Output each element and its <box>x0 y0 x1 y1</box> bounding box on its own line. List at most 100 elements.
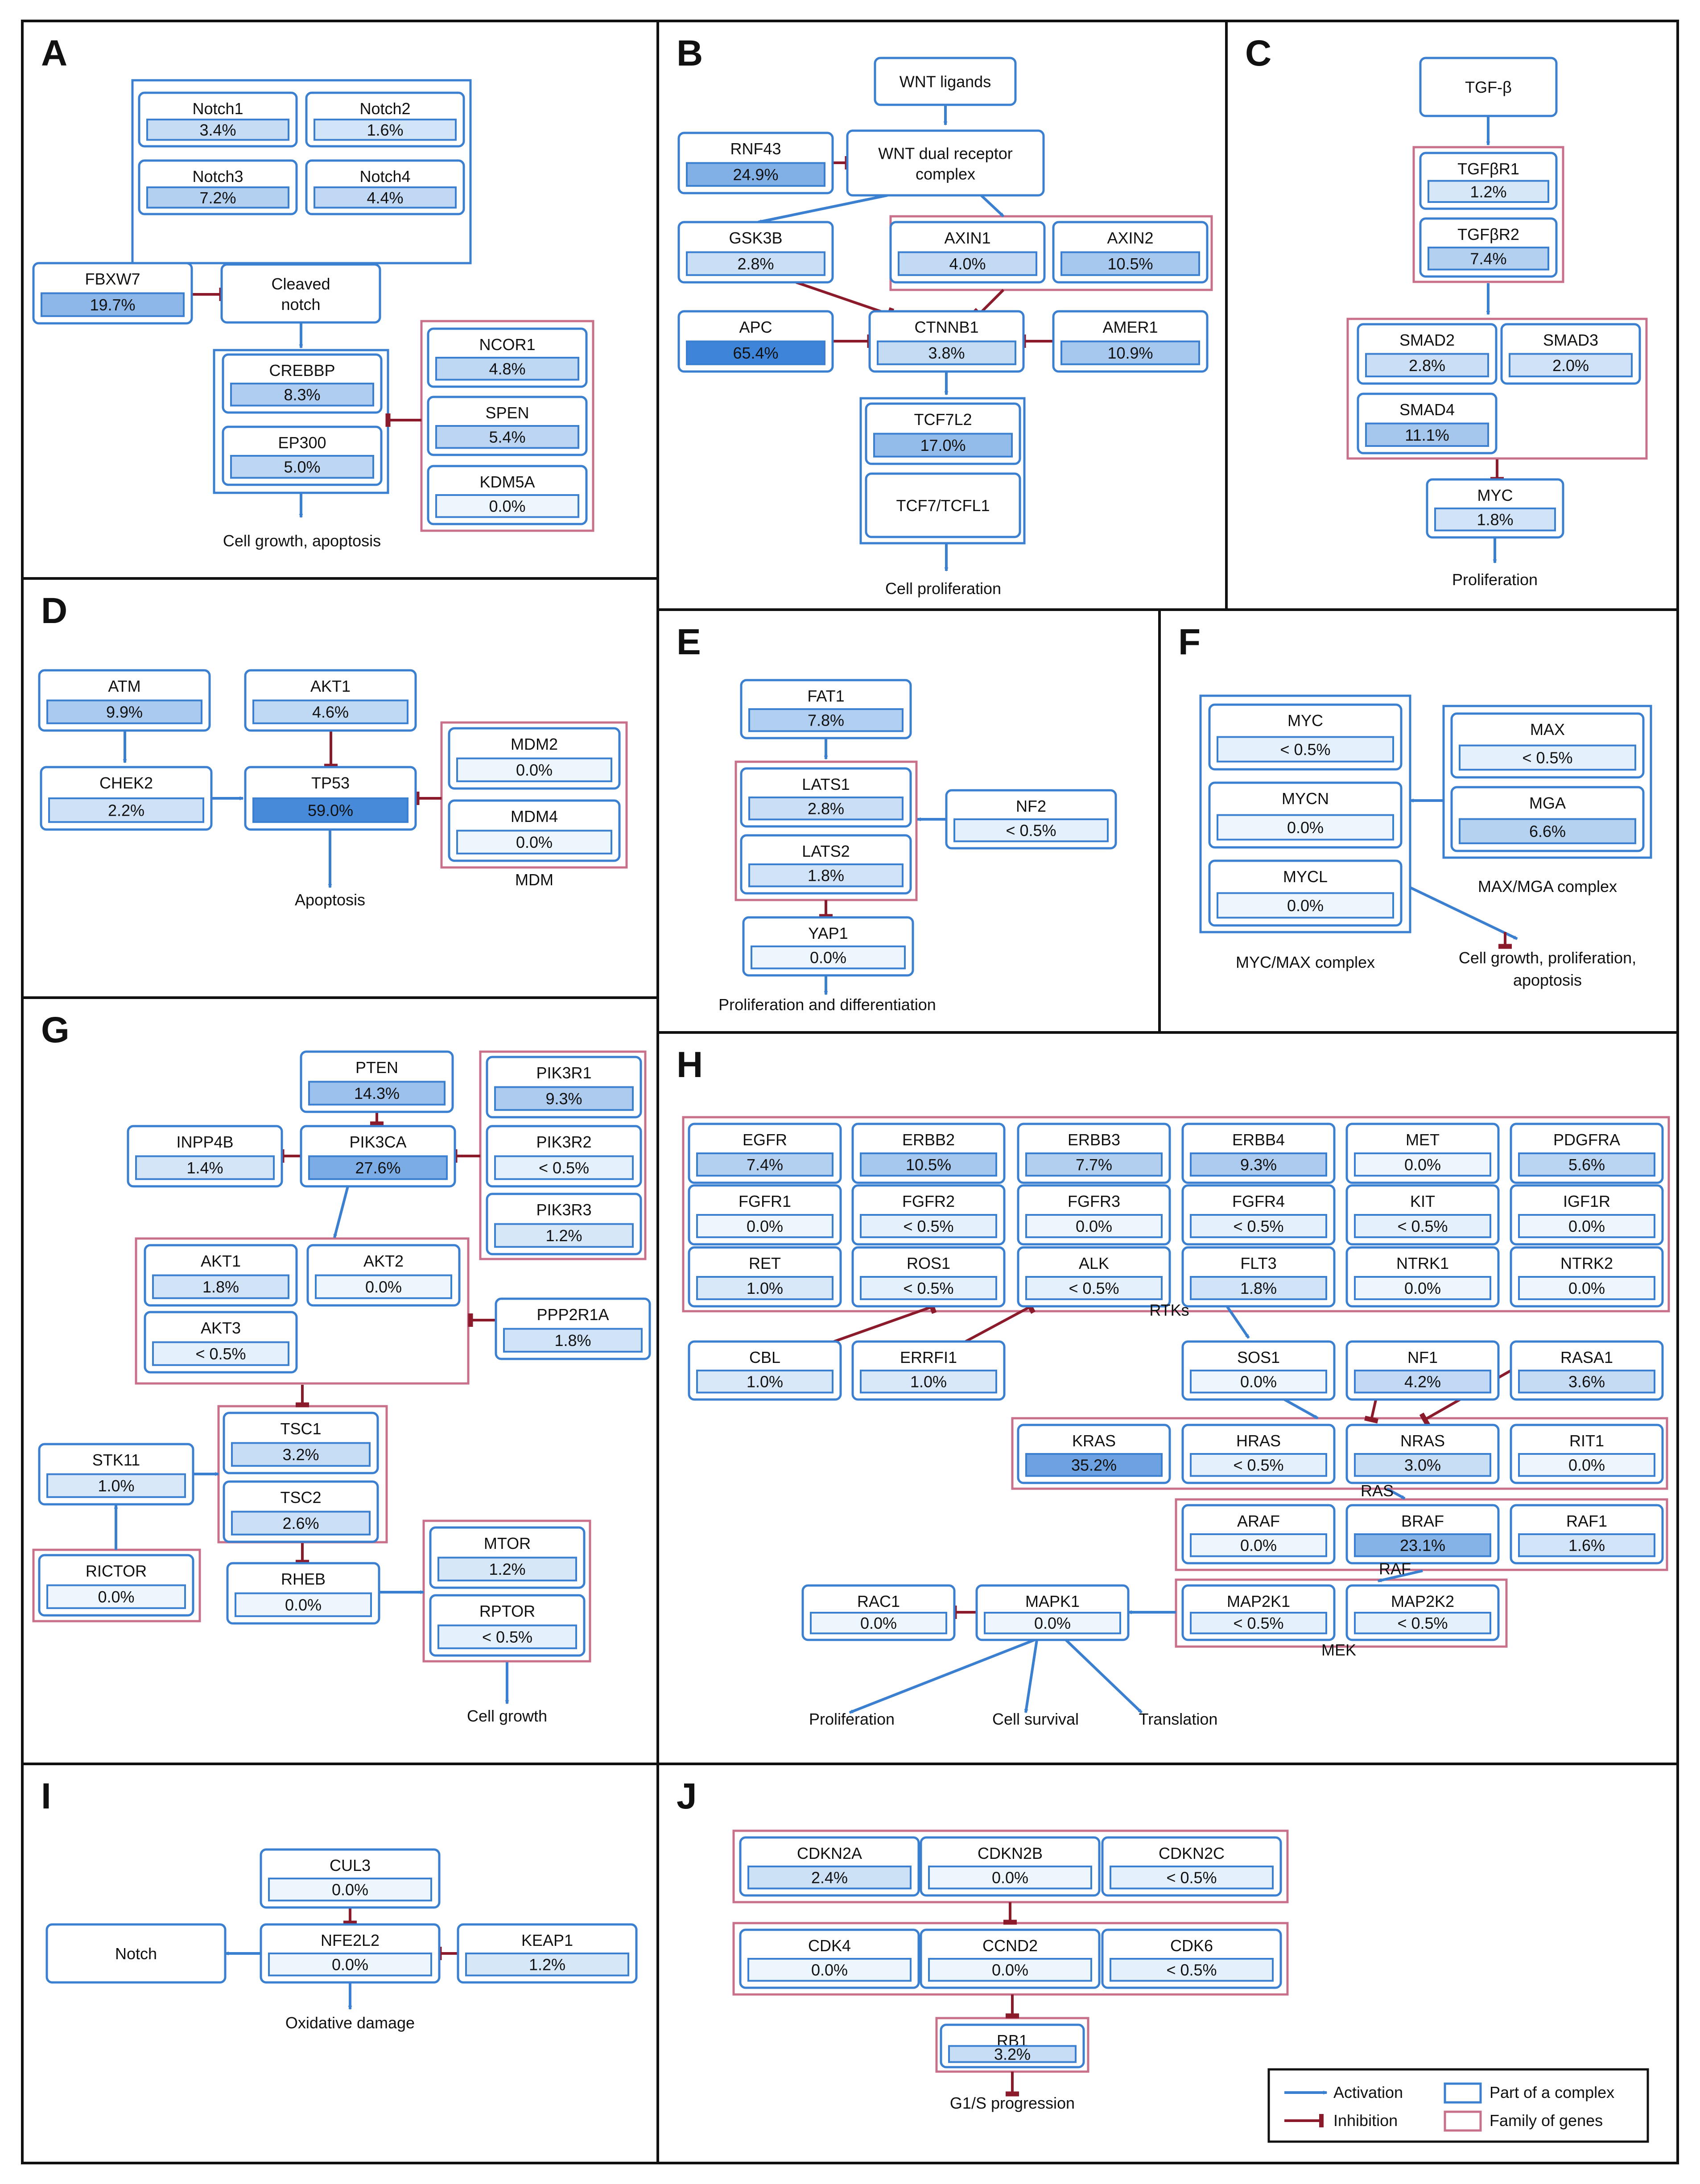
family-box <box>1346 318 1648 460</box>
alteration-frequency: 10.9% <box>1107 344 1153 362</box>
gene-name: PIK3CA <box>349 1133 406 1151</box>
panel-letter-b: B <box>677 33 703 74</box>
alteration-bar <box>494 1086 634 1111</box>
alteration-bar <box>1190 1612 1327 1635</box>
alteration-bar <box>308 1155 448 1180</box>
alteration-frequency: 0.0% <box>98 1588 134 1606</box>
alteration-frequency: 2.8% <box>737 255 774 273</box>
alteration-bar <box>152 1274 289 1299</box>
alteration-frequency: 27.6% <box>355 1159 400 1177</box>
panel-letter-d: D <box>41 590 67 631</box>
gene-name: Notch2 <box>359 99 410 118</box>
panel-letter-f: F <box>1178 622 1201 662</box>
activation-arrow <box>1024 1639 1038 1713</box>
gene-name: ERBB4 <box>1232 1131 1285 1149</box>
alteration-frequency: 0.0% <box>1568 1279 1605 1297</box>
gene-name: NCOR1 <box>479 335 535 354</box>
complex-box <box>131 79 472 264</box>
label-outcome: Cell growth, apoptosis <box>223 532 381 550</box>
alteration-frequency: 0.0% <box>1287 896 1324 915</box>
gene-name: ALK <box>1079 1254 1109 1272</box>
activation-arrow <box>1386 1487 1406 1500</box>
node-frame <box>220 263 381 324</box>
inhibition-line <box>796 281 890 316</box>
gene-name: KRAS <box>1072 1432 1116 1450</box>
alteration-bar <box>146 119 289 141</box>
alteration-frequency: 1.4% <box>186 1159 223 1177</box>
gene-name: PIK3R2 <box>536 1133 591 1151</box>
alteration-bar <box>456 757 612 782</box>
alteration-frequency: 4.0% <box>949 255 986 273</box>
alteration-frequency: < 0.5% <box>1233 1614 1283 1632</box>
gene-node-pik3r2: PIK3R2< 0.5% <box>486 1125 642 1188</box>
gene-name: MAP2K2 <box>1391 1592 1454 1610</box>
gene-name: SMAD2 <box>1399 331 1455 349</box>
alteration-bar <box>235 1592 372 1617</box>
gene-name: NTRK2 <box>1560 1254 1613 1272</box>
gene-name: CHEK2 <box>99 774 153 792</box>
alteration-bar <box>948 2045 1077 2063</box>
activation-arrow <box>849 1639 1036 1714</box>
alteration-bar <box>1190 1214 1327 1239</box>
alteration-frequency: 0.0% <box>516 761 553 779</box>
label-mek: MEK <box>1321 1641 1356 1659</box>
alteration-frequency: 3.8% <box>928 344 965 362</box>
alteration-bar <box>810 1612 947 1635</box>
alteration-bar <box>877 340 1016 365</box>
node-label: Notch <box>115 1945 157 1963</box>
gene-name: ERBB2 <box>902 1131 955 1149</box>
gene-name: SMAD4 <box>1399 400 1455 419</box>
gene-node-wnt-ligands: WNT ligands <box>874 57 1017 106</box>
gene-name: TSC2 <box>280 1488 321 1507</box>
gene-node-kit: KIT< 0.5% <box>1345 1184 1500 1246</box>
gene-name: MDM2 <box>511 735 558 753</box>
alteration-bar <box>696 1152 833 1177</box>
label-translation: Translation <box>1139 1710 1218 1728</box>
gene-node-ros1: ROS1< 0.5% <box>851 1246 1006 1308</box>
gene-name: RPTOR <box>479 1602 535 1620</box>
alteration-bar <box>146 186 289 209</box>
alteration-bar <box>152 1341 289 1366</box>
gene-name: AKT1 <box>201 1252 241 1270</box>
alteration-frequency: 4.4% <box>367 189 403 207</box>
alteration-bar <box>1025 1152 1163 1177</box>
alteration-bar <box>1518 1533 1655 1557</box>
alteration-bar <box>1354 1152 1491 1177</box>
alteration-bar <box>1459 744 1636 771</box>
gene-node-rptor: RPTOR< 0.5% <box>429 1594 586 1657</box>
gene-name: AXIN1 <box>944 229 990 247</box>
alteration-frequency: 0.0% <box>811 1961 848 1979</box>
alteration-frequency: 7.4% <box>747 1156 783 1174</box>
alteration-frequency: 65.4% <box>733 344 778 362</box>
alteration-bar <box>1025 1214 1163 1239</box>
gene-node-max: MAX< 0.5% <box>1450 712 1645 779</box>
gene-name: Notch1 <box>192 99 243 118</box>
alteration-bar <box>437 1556 577 1581</box>
gene-name: AKT1 <box>310 677 351 695</box>
alteration-bar <box>686 162 825 187</box>
gene-name: RHEB <box>281 1570 326 1588</box>
alteration-frequency: 2.0% <box>1552 356 1589 375</box>
alteration-bar <box>1190 1152 1327 1177</box>
alteration-bar <box>1060 251 1200 276</box>
